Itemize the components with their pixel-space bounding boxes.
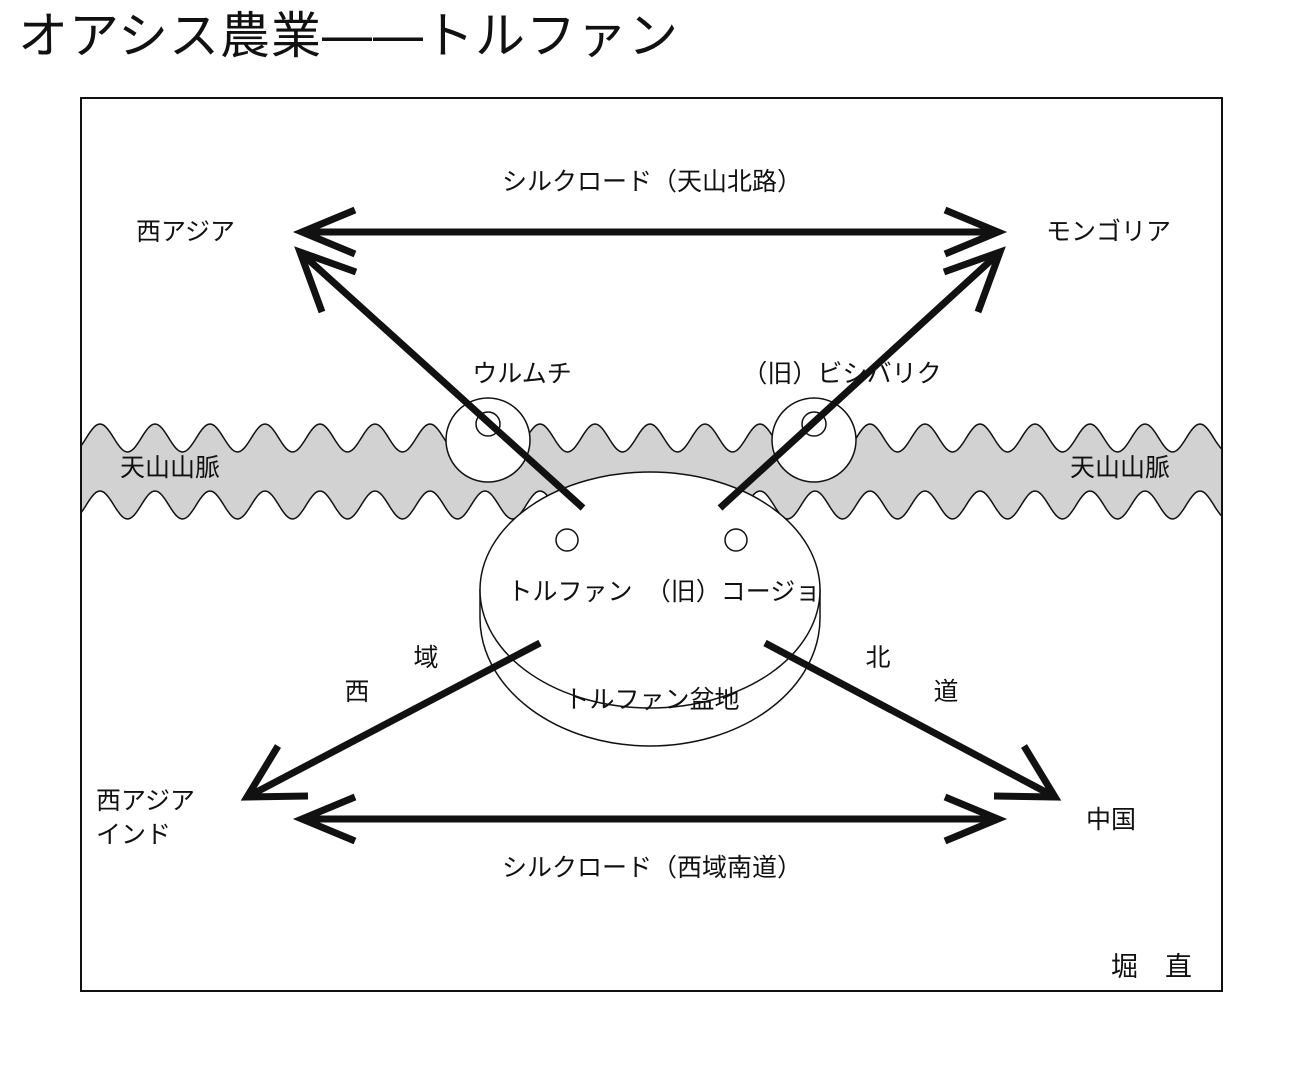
gaochang-to-mongolia-arrow (717, 249, 1003, 511)
route-arrows (240, 206, 1062, 845)
arrowhead-west-asia-india (292, 793, 357, 845)
author-credit: 堀 直 (1111, 952, 1192, 983)
tianshan-range-label-left: 天山山脈 (120, 453, 220, 482)
beidao-char-2: 道 (933, 677, 958, 706)
gaochang-dot (724, 528, 748, 552)
basin-to-china-arrow (763, 639, 1057, 801)
arrowhead-ne (942, 246, 1006, 314)
turfan-to-west-asia-arrow (297, 249, 586, 511)
xiyu-char-1: 西 (344, 677, 369, 706)
mongolia-label: モンゴリア (1046, 217, 1171, 246)
old-gaochang-label: （旧）コージョ (646, 577, 821, 606)
china-label: 中国 (1086, 805, 1136, 834)
turfan-label: トルファン (507, 577, 632, 606)
south-road-label: シルクロード（西域南道） (502, 853, 802, 882)
xiyu-char-2: 域 (413, 643, 438, 672)
basin-to-india-arrow (245, 639, 542, 801)
urumqi-pass-notch (445, 397, 531, 483)
beshbalik-pass-notch (771, 397, 857, 483)
urumqi-label: ウルムチ (472, 359, 572, 388)
arrowhead-sw (240, 744, 309, 801)
west-asia-india-label-line1: 西アジア (96, 786, 195, 815)
arrowhead-se (993, 744, 1062, 801)
diagram-frame (80, 97, 1223, 992)
turfan-basin-label: トルファン盆地 (564, 685, 739, 714)
arrowhead-china-bottom (943, 793, 1008, 845)
tianshan-north-road-label: シルクロード（天山北路） (502, 167, 802, 196)
tianshan-range-label-right: 天山山脈 (1070, 453, 1170, 482)
arrowhead-mongolia-top (943, 206, 1008, 258)
page-title: オアシス農業――トルファン (18, 7, 679, 65)
west-asia-label: 西アジア (136, 217, 235, 246)
arrowhead-nw (294, 246, 358, 314)
old-beshbalik-label: （旧）ビシバリク (742, 359, 941, 388)
beidao-char-1: 北 (865, 643, 890, 672)
turfan-dot (555, 528, 579, 552)
west-asia-india-label-line2: インド (96, 820, 171, 849)
arrowhead-west-asia-top (292, 206, 357, 258)
